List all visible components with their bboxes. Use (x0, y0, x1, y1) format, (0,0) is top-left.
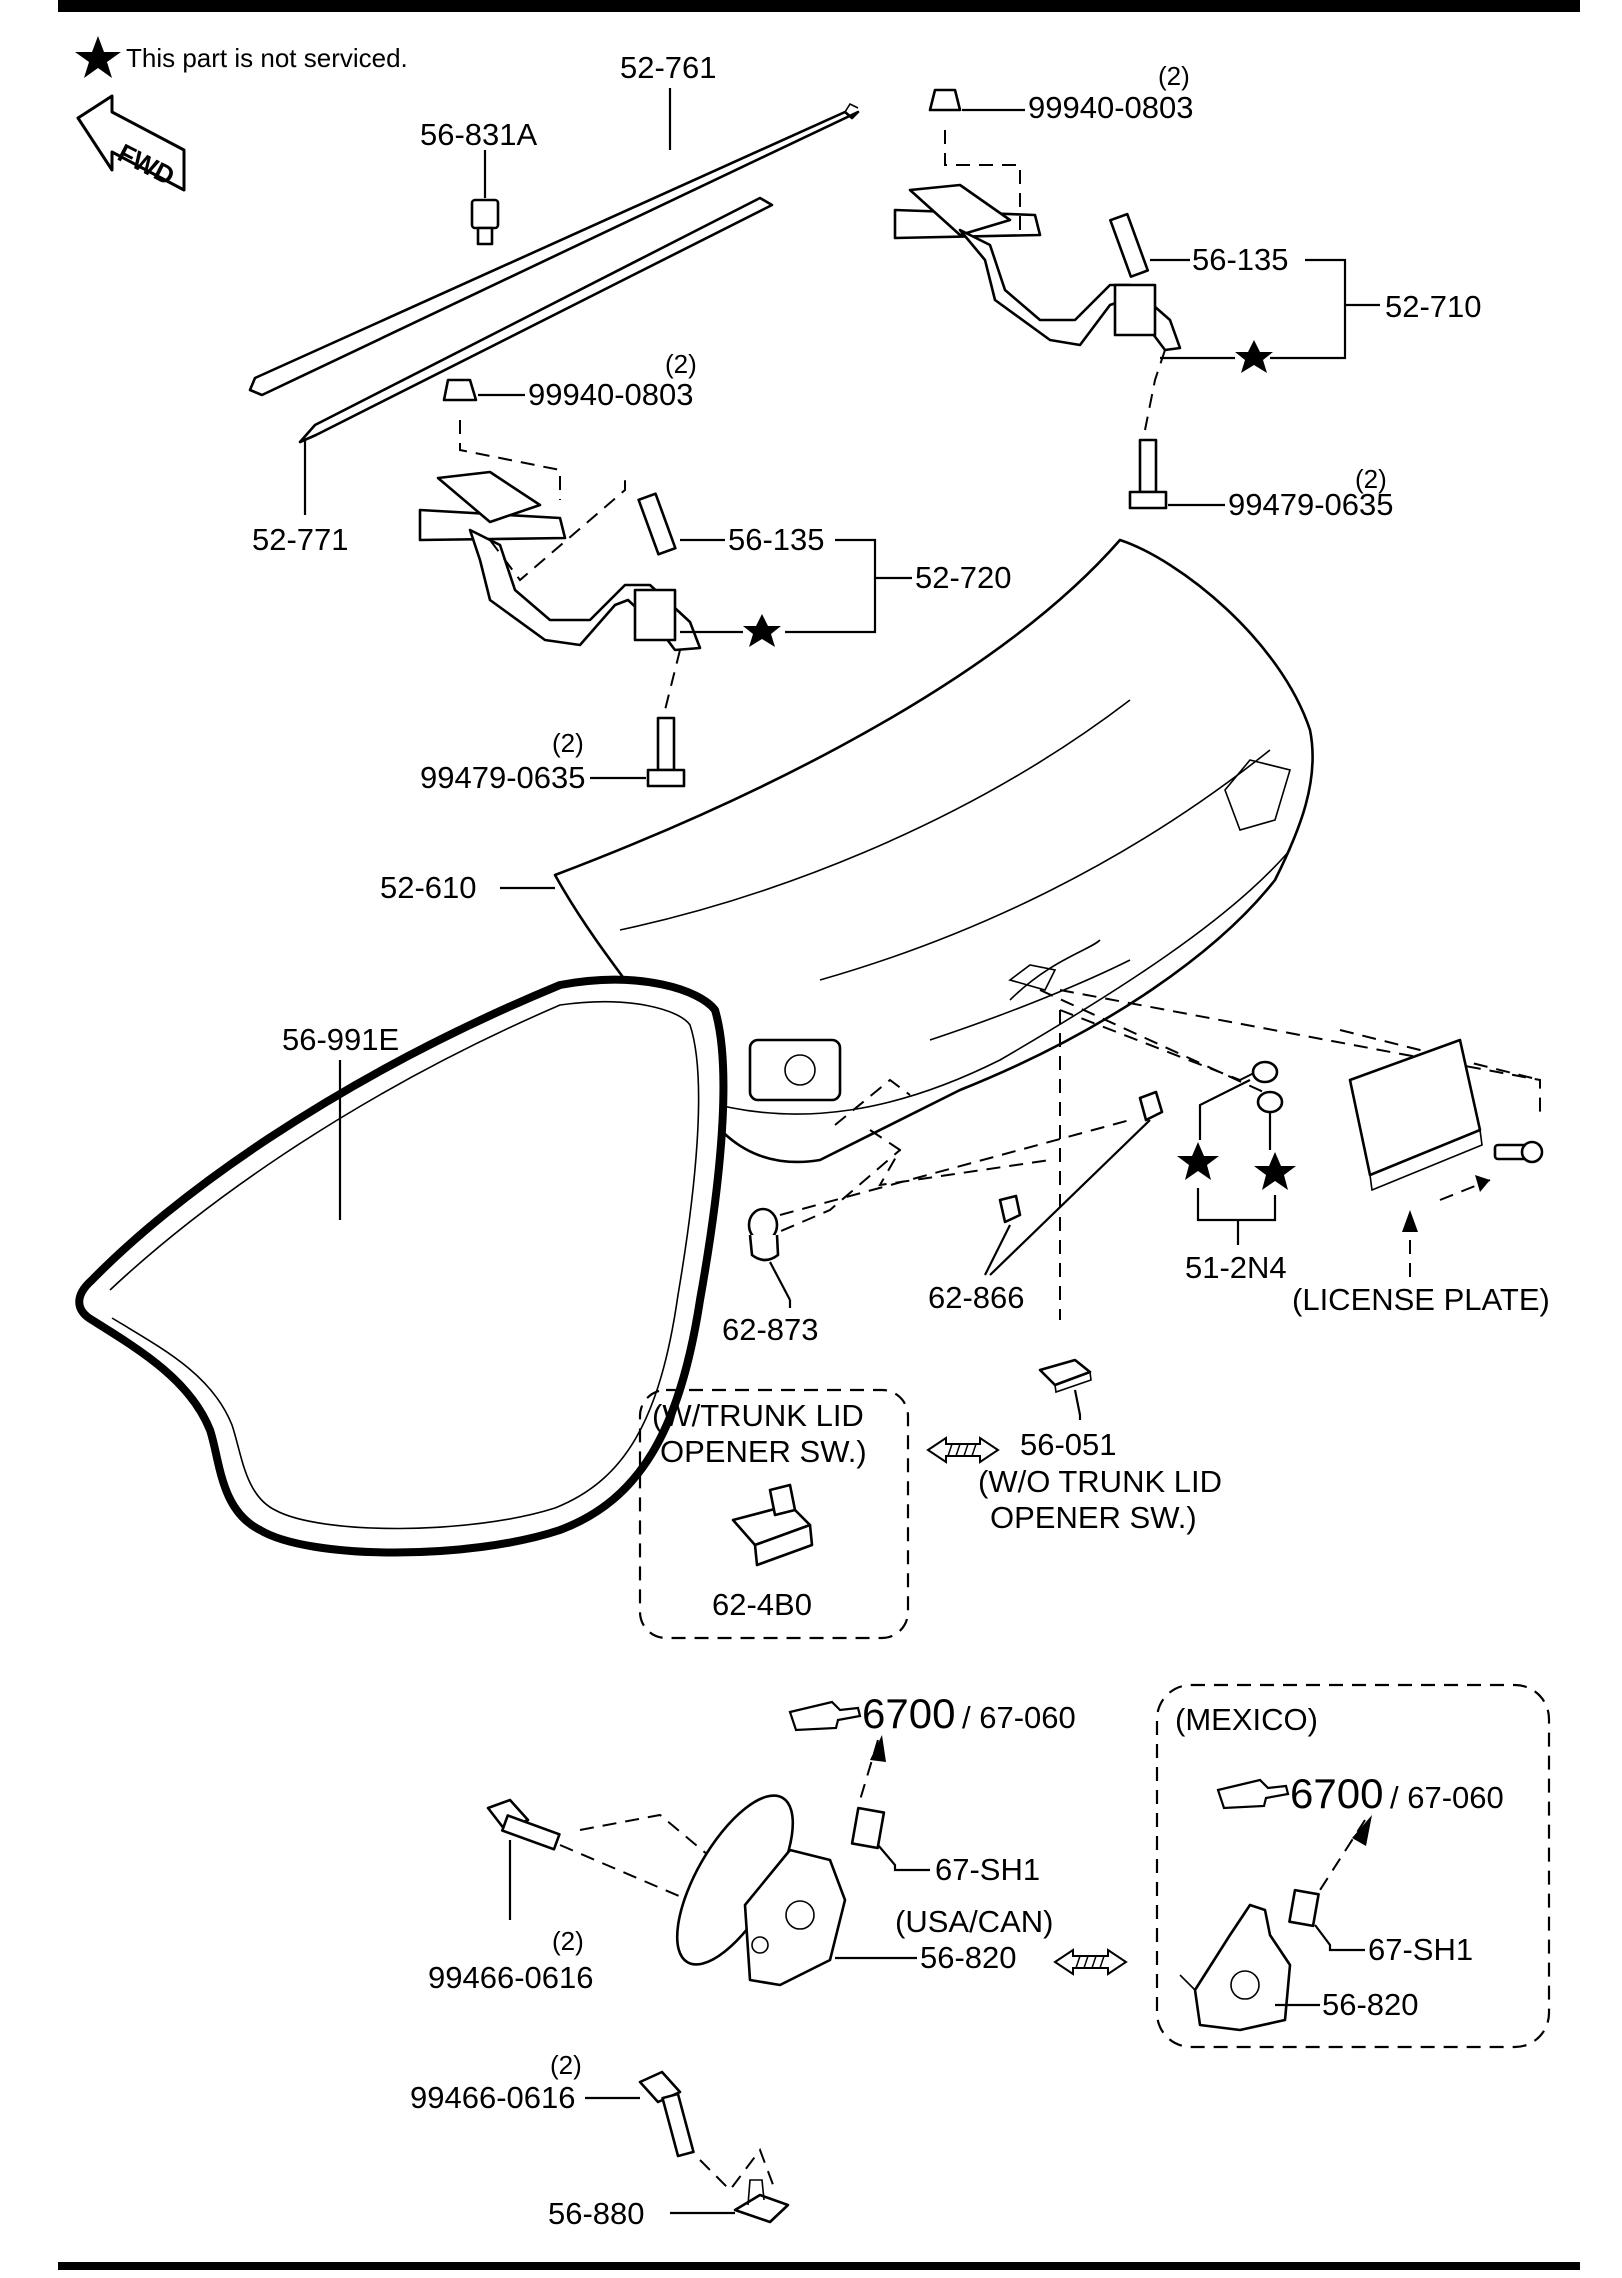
qty-99940-mid: (2) (665, 349, 697, 379)
bolt-99479-top (1128, 438, 1168, 510)
label-56-991e: 56-991E (282, 1022, 399, 1057)
ref-67-060: / 67-060 (962, 1700, 1076, 1735)
pointing-hand-icon (788, 1700, 862, 1732)
label-99479-mid: 99479-0635 (420, 760, 586, 795)
label-99466-upper: 99466-0616 (428, 1960, 594, 1995)
top-border (58, 0, 1580, 12)
latch-56-820 (675, 1794, 847, 1987)
bolt-56-135-top (1109, 212, 1150, 278)
w-opener-option-box (638, 1388, 910, 1640)
star-icon (1235, 340, 1273, 373)
qty-99466-lower: (2) (550, 2050, 582, 2080)
star-icon (743, 614, 781, 647)
label-56-051: 56-051 (1020, 1427, 1117, 1462)
not-serviced-note: This part is not serviced. (126, 43, 408, 73)
label-license-plate: (LICENSE PLATE) (1292, 1282, 1550, 1317)
plate-56-051 (1038, 1358, 1092, 1394)
alternative-arrow-icon (1053, 1948, 1128, 1976)
label-usa-can: (USA/CAN) (895, 1904, 1053, 1939)
license-plate-bracket (1348, 1038, 1483, 1192)
striker-56-880 (733, 2179, 790, 2224)
bolt-99466-lower (638, 2070, 695, 2158)
alternative-arrow-icon (926, 1436, 1000, 1464)
label-99479-top: 99479-0635 (1228, 487, 1394, 522)
label-56-820: 56-820 (920, 1940, 1017, 1975)
qty-99940-top: (2) (1158, 61, 1190, 91)
hinge-52-720 (418, 378, 702, 652)
qty-99466-upper: (2) (552, 1926, 584, 1956)
label-52-771: 52-771 (252, 522, 349, 557)
label-99940-mid: 99940-0803 (528, 377, 694, 412)
bolt-56-135-mid (637, 492, 677, 556)
wo-opener-label-line2: OPENER SW.) (990, 1500, 1197, 1535)
bottom-border (58, 2262, 1580, 2270)
qty-99479-top: (2) (1355, 464, 1387, 494)
label-99940-top: 99940-0803 (1028, 90, 1194, 125)
mexico-option-box (1155, 1683, 1551, 2049)
ref-6700: 6700 (862, 1690, 955, 1737)
pointing-hand-icon (1216, 1778, 1290, 1810)
qty-99479-mid: (2) (552, 728, 584, 758)
label-56-135-mid: 56-135 (728, 522, 825, 557)
label-56-831a: 56-831A (420, 117, 538, 152)
clip-56-831a (470, 198, 500, 246)
label-62-873: 62-873 (722, 1312, 819, 1347)
switch-62-4b0 (731, 1483, 814, 1567)
support-rods (248, 102, 860, 444)
label-62-866: 62-866 (928, 1280, 1025, 1315)
label-56-820-mexico: 56-820 (1322, 1987, 1419, 2022)
connector-67-sh1 (850, 1806, 886, 1850)
bolt-99479-mid (646, 716, 686, 788)
weatherstrip-56-991e (75, 975, 728, 1557)
star-icon (1254, 1152, 1296, 1190)
connector-67-sh1-mexico (1288, 1888, 1320, 1928)
w-opener-label-line1: (W/TRUNK LID (652, 1398, 864, 1433)
label-56-135-top: 56-135 (1192, 242, 1289, 277)
spacers-51-2n4 (1251, 1060, 1284, 1114)
label-99466-lower: 99466-0616 (410, 2080, 576, 2115)
ref-6700-mexico: 6700 (1290, 1770, 1383, 1817)
label-67-sh1: 67-SH1 (935, 1852, 1040, 1887)
clip-62-866-b (1138, 1090, 1164, 1122)
label-52-761: 52-761 (620, 50, 717, 85)
label-67-sh1-mexico: 67-SH1 (1368, 1932, 1473, 1967)
clip-62-866-a (998, 1194, 1022, 1224)
label-56-880: 56-880 (548, 2196, 645, 2231)
fwd-arrow-icon: FWD (76, 94, 186, 192)
label-51-2n4: 51-2N4 (1185, 1250, 1287, 1285)
latch-56-820-mexico (1179, 1903, 1292, 2032)
label-62-4b0: 62-4B0 (712, 1587, 812, 1622)
label-52-710: 52-710 (1385, 289, 1482, 324)
ref-67-060-mexico: / 67-060 (1390, 1780, 1504, 1815)
wo-opener-label-line1: (W/O TRUNK LID (978, 1464, 1222, 1499)
bolt-99466-upper (486, 1798, 561, 1851)
label-52-610: 52-610 (380, 870, 477, 905)
label-52-720: 52-720 (915, 560, 1012, 595)
bumper-62-873 (747, 1207, 780, 1262)
star-icon (1177, 1142, 1219, 1180)
w-opener-label-line2: OPENER SW.) (660, 1434, 867, 1469)
hinge-52-710 (893, 88, 1182, 352)
label-mexico: (MEXICO) (1175, 1702, 1318, 1737)
star-icon (75, 36, 121, 78)
license-plate-bolt (1493, 1140, 1544, 1164)
